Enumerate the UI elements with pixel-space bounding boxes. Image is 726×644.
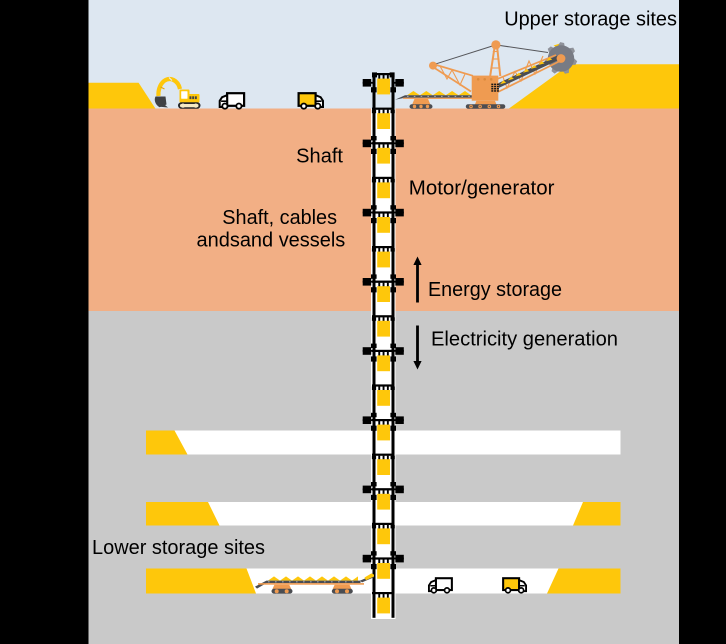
svg-text:Shaft, cables: Shaft, cables	[222, 207, 337, 229]
svg-text:andsand vessels: andsand vessels	[197, 230, 346, 252]
svg-text:Shaft: Shaft	[296, 146, 343, 168]
svg-text:Upper storage sites: Upper storage sites	[504, 9, 677, 31]
svg-text:Motor/generator: Motor/generator	[409, 178, 555, 200]
svg-text:Electricity generation: Electricity generation	[431, 328, 618, 350]
svg-text:Energy storage: Energy storage	[428, 279, 562, 301]
svg-text:Lower storage sites: Lower storage sites	[92, 537, 265, 559]
